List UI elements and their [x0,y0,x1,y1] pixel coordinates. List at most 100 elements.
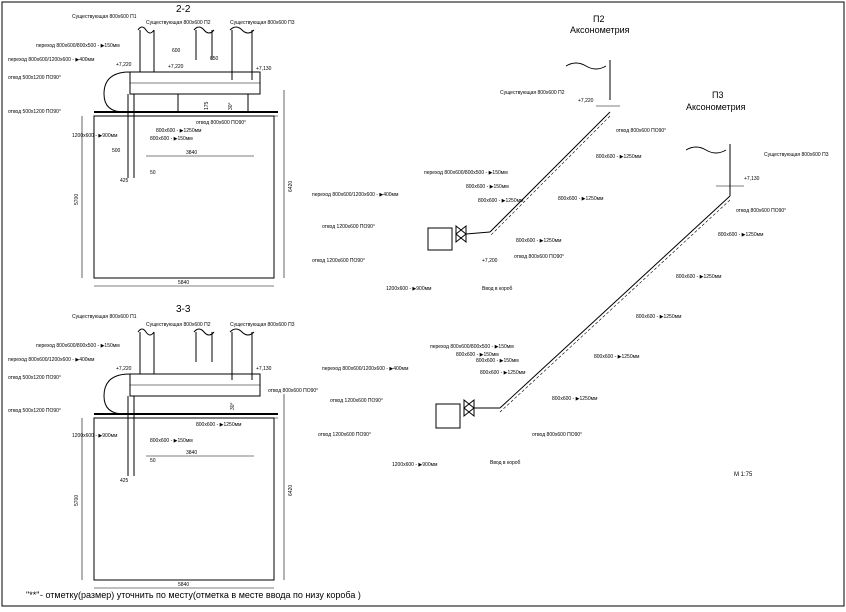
segment-2: 800х600 - ▶1250мм [676,274,722,280]
label-bend-b: отвод 1200х600 ПО90° [318,432,371,438]
segment-7: 800х600 - ▶150мм [456,352,499,358]
label-inlet: Ввод в короб [490,460,521,466]
existing-duct-p1 [137,26,155,72]
label-exist-p2: Существующая 800х600 П2 [146,20,211,26]
level-7220-a: +7,220 [116,62,132,68]
dim-50: 50 [150,170,156,176]
segment-3: 800х600 - ▶1250мм [478,198,524,204]
label-transition: переход 800х600/800х500 - ▶150мм [424,170,508,176]
label-duct-1200: 1200х600 - ▶900мм [72,433,118,439]
dim-5840: 5840 [178,582,189,588]
label-transition-2: переход 800х600/1200х600 - ▶400мм [8,57,95,63]
value-30: 30° [228,102,234,110]
segment-2: 800х600 - ▶1250мм [558,196,604,202]
existing-duct-wave [685,146,727,154]
footnote-mark: "**" [26,590,39,600]
label-exist-p3: Существующая 800х600 П3 [230,20,295,26]
label-duct-1250: 800х600 - ▶1250мм [156,128,202,134]
segment-5: 800х600 - ▶150мм [466,184,509,190]
dim-500: 500 [112,148,121,154]
level-7220-b: +7,220 [168,64,184,70]
label-exist-p3: Существующая 800х600 П3 [230,322,295,328]
room-outline [93,417,275,581]
label-bend-top: отвод 800х600 ПО90° [736,208,786,214]
dim-425: 425 [120,178,129,184]
label-bend-mid: отвод 800х600 ПО90° [268,388,318,394]
label-duct-150: 800х600 - ▶150мм [150,438,193,444]
axo-duct-diagonal [489,111,611,233]
label-transition-2: переход 800х600/1200х600 - ▶400мм [8,357,95,363]
label-exist-p2: Существующая 800х600 П2 [146,322,211,328]
label-exist: Существующая 800х600 П2 [500,90,565,96]
dim-5840: 5840 [178,280,189,286]
label-transition: переход 800х600/800х500 - ▶150мм [36,43,120,49]
lower-duct [177,93,249,113]
valve-symbol [463,398,475,418]
label-transition-2: переход 800х600/1200х600 - ▶400мм [312,192,399,198]
existing-duct-p2 [193,26,215,60]
label-duct-1200: 1200х600 - ▶900мм [72,133,118,139]
duct-box [427,227,453,251]
segment-1: 800х600 - ▶1250мм [596,154,642,160]
level-7130: +7,130 [256,366,272,372]
dim-650: 650 [210,56,219,62]
axonometry-p2: П2 Аксонометрия Существующая 800х600 П2 … [312,14,666,292]
label-transition: переход 800х600/800х500 - ▶150мм [430,344,514,350]
label-bend-a: отвод 1200х600 ПО90° [322,224,375,230]
section-3-3: 3-3 Существующая 800х600 П1 Существующая… [8,304,318,589]
dim-5700: 5700 [74,194,80,205]
label-exist-p1: Существующая 800х600 П1 [72,14,137,20]
existing-duct-wave [565,62,607,70]
segment-5: 800х600 - ▶1250мм [552,396,598,402]
dim-6420: 6420 [288,485,294,496]
label-bend-top: отвод 800х600 ПО90° [616,128,666,134]
dim-5700: 5700 [74,495,80,506]
label-transition-2: переход 800х600/1200х600 - ▶400мм [322,366,409,372]
label-bend-c: отвод 800х600 ПО90° [532,432,582,438]
segment-1: 800х600 - ▶1250мм [718,232,764,238]
section-title: 2-2 [176,4,191,15]
segment-4: 800х600 - ▶1250мм [516,238,562,244]
level-top: +7,220 [578,98,594,104]
dim-50: 50 [150,458,156,464]
label-bend-1: отвод 500х1200 ПО90° [8,375,61,381]
value-30: 30° [230,402,236,410]
axo-duct-diagonal [499,195,731,409]
label-transition: переход 800х600/800х500 - ▶150мм [36,343,120,349]
section-2-2: 2-2 Существующая 800х600 П1 Существующая… [8,4,295,287]
level-top: +7,130 [744,176,760,182]
label-duct: 1200х600 - ▶900мм [392,462,438,468]
label-bend-2: отвод 500х1200 ПО90° [8,408,61,414]
existing-duct-p1 [137,328,155,374]
footnote-text: - отметку(размер) уточнить по месту(отме… [40,590,361,600]
segment-4: 800х600 - ▶1250мм [594,354,640,360]
dim-425: 425 [120,478,129,484]
dim-6420: 6420 [288,181,294,192]
label-bend-mid: отвод 800х600 ПО90° [196,120,246,126]
label-bend-1: отвод 500х1200 ПО90° [8,75,61,81]
axo-title-code: П2 [593,14,604,24]
bend-rounded [103,373,131,415]
room-outline [93,115,275,279]
axo-title: Аксонометрия [686,102,746,112]
label-bend-c: отвод 800х600 ПО90° [514,254,564,260]
value-175: 175 [204,101,210,110]
existing-duct-p2 [193,328,215,362]
label-exist-p1: Существующая 800х600 П1 [72,314,137,320]
label-exist: Существующая 800х600 П3 [764,152,829,158]
axo-title: Аксонометрия [570,25,630,35]
bend-rounded [103,71,131,113]
label-duct: 1200х600 - ▶900мм [386,286,432,292]
label-bend-a: отвод 1200х600 ПО90° [330,398,383,404]
duct-box [435,403,461,429]
valve-symbol [455,224,467,244]
scale-label: М 1:75 [734,472,753,478]
dim-600: 600 [172,48,181,54]
label-bend-2: отвод 500х1200 ПО90° [8,109,61,115]
segment-3: 800х600 - ▶1250мм [636,314,682,320]
dim-3840: 3840 [186,450,197,456]
dim-3840: 3840 [186,150,197,156]
label-duct-150: 800х600 - ▶150мм [150,136,193,142]
